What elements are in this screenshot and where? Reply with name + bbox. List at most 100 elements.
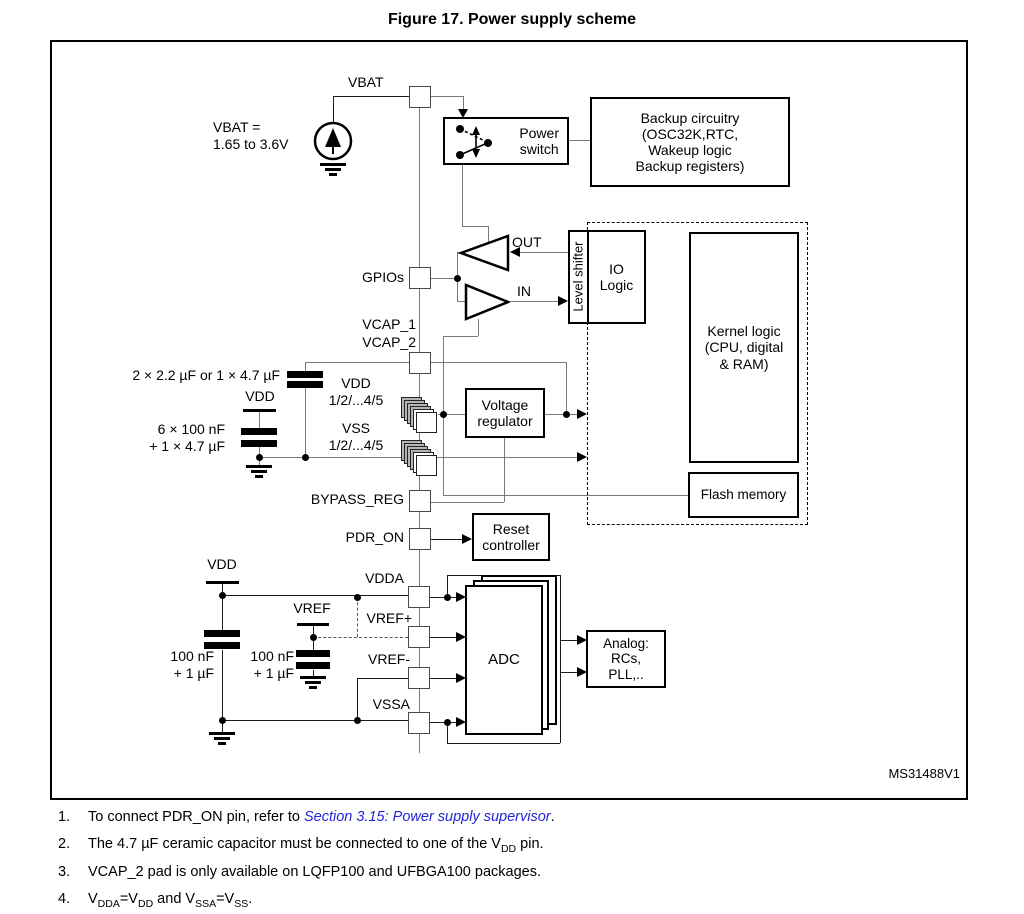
wire bbox=[488, 226, 489, 242]
wire bbox=[430, 722, 457, 723]
ground-icon bbox=[300, 676, 326, 691]
wire bbox=[305, 362, 409, 363]
signal-label-in: IN bbox=[517, 283, 531, 299]
pin-gpios bbox=[409, 267, 431, 289]
subscript-text: DDA bbox=[97, 897, 120, 910]
subscript-text: SSA bbox=[195, 897, 217, 910]
pin-vref-plus bbox=[408, 626, 430, 648]
capacitor-icon bbox=[204, 630, 240, 637]
reset-controller-block: Reset controller bbox=[472, 513, 550, 561]
wire bbox=[462, 226, 489, 227]
wire bbox=[222, 584, 223, 630]
vss-pins-label: VSS 1/2/...4/5 bbox=[328, 420, 384, 453]
io-logic-label: IO Logic bbox=[599, 260, 634, 293]
figure-watermark: MS31488V1 bbox=[888, 766, 960, 781]
junction-dot bbox=[454, 275, 461, 282]
wire bbox=[561, 140, 590, 141]
io-logic-block: IO Logic bbox=[587, 230, 646, 324]
power-switch-label: Power switch bbox=[519, 124, 559, 157]
vdd-pins-label: VDD 1/2/...4/5 bbox=[328, 375, 384, 408]
arrowhead bbox=[456, 673, 466, 683]
pin-bypass-reg bbox=[409, 490, 431, 512]
wire bbox=[566, 362, 567, 414]
vdd-rail-bottom-label: VDD bbox=[207, 556, 237, 572]
junction-dot bbox=[256, 454, 263, 461]
wire bbox=[443, 336, 478, 337]
wire bbox=[430, 678, 457, 679]
pin-vbat bbox=[409, 86, 431, 108]
voltage-regulator-block: Voltage regulator bbox=[465, 388, 545, 438]
wire bbox=[443, 336, 444, 415]
note-item: 2. The 4.7 µF ceramic capacitor must be c… bbox=[50, 835, 980, 855]
input-buffer-icon bbox=[464, 283, 510, 321]
junction-dot bbox=[354, 594, 361, 601]
arrowhead bbox=[510, 247, 520, 257]
section-link[interactable]: Section 3.15: Power supply supervisor bbox=[304, 809, 551, 825]
wire bbox=[462, 163, 463, 226]
ground-icon bbox=[246, 465, 272, 480]
arrowhead bbox=[577, 667, 587, 677]
subscript-text: DD bbox=[137, 897, 154, 910]
note-segment: . bbox=[550, 809, 555, 825]
wire bbox=[438, 414, 465, 415]
pin-label-gpios: GPIOs bbox=[361, 269, 404, 285]
vdd-caps-label: 6 × 100 nF + 1 × 4.7 µF bbox=[149, 421, 225, 454]
wire bbox=[443, 495, 688, 496]
wire bbox=[222, 595, 408, 596]
note-text: VCAP_2 pad is only available on LQFP100 … bbox=[88, 863, 541, 882]
wire bbox=[431, 539, 463, 540]
junction-dot bbox=[440, 411, 447, 418]
signal-label-out: OUT bbox=[512, 234, 542, 250]
pin-vdda bbox=[408, 586, 430, 608]
wire bbox=[447, 575, 448, 597]
arrowhead bbox=[456, 592, 466, 602]
wire-dashed bbox=[357, 597, 358, 637]
kernel-logic-label: Kernel logic (CPU, digital & RAM) bbox=[704, 323, 784, 372]
arrowhead bbox=[577, 452, 587, 462]
switch-icon bbox=[456, 125, 492, 159]
output-buffer-icon bbox=[458, 234, 510, 272]
wire bbox=[333, 96, 334, 122]
note-text: The 4.7 µF ceramic capacitor must be con… bbox=[88, 835, 544, 855]
cap-100nf-right-label: 100 nF + 1 µF bbox=[250, 648, 294, 681]
pin-vcap bbox=[409, 352, 431, 374]
note-segment: pin. bbox=[516, 836, 544, 852]
note-segment: and V bbox=[153, 891, 196, 907]
pin-label-vcap1: VCAP_1 bbox=[362, 316, 416, 332]
note-number: 3. bbox=[58, 864, 71, 880]
note-number: 4. bbox=[58, 891, 71, 907]
current-source-icon bbox=[313, 121, 353, 161]
junction-dot bbox=[219, 717, 226, 724]
pin-label-vdda: VDDA bbox=[365, 570, 404, 586]
note-item: 3. VCAP_2 pad is only available on LQFP10… bbox=[50, 863, 980, 882]
capacitor-icon bbox=[241, 440, 277, 447]
capacitor-icon bbox=[287, 381, 323, 388]
pin-pdr-on bbox=[409, 528, 431, 550]
wire bbox=[431, 278, 457, 279]
note-number: 1. bbox=[58, 809, 71, 825]
arrowhead bbox=[456, 632, 466, 642]
wire bbox=[431, 502, 504, 503]
wire bbox=[357, 678, 408, 679]
backup-circuitry-block: Backup circuitry (OSC32K,RTC, Wakeup log… bbox=[590, 97, 790, 187]
supply-rail-icon bbox=[297, 623, 329, 626]
wire bbox=[430, 637, 457, 638]
wire bbox=[305, 362, 306, 371]
supply-rail-icon bbox=[243, 409, 276, 412]
flash-memory-block: Flash memory bbox=[688, 472, 799, 518]
note-segment: The 4.7 µF ceramic capacitor must be con… bbox=[88, 836, 501, 852]
junction-dot bbox=[444, 719, 451, 726]
arrowhead bbox=[577, 409, 587, 419]
adc-block: ADC bbox=[465, 585, 543, 735]
note-number: 2. bbox=[58, 836, 71, 852]
wire bbox=[543, 414, 578, 415]
wire bbox=[222, 650, 223, 732]
arrowhead bbox=[458, 109, 468, 118]
note-segment: =V bbox=[119, 891, 138, 907]
pin-label-vref-minus: VREF- bbox=[368, 651, 410, 667]
note-text: VDDA=VDD and VSSA=VSS. bbox=[88, 890, 252, 910]
pin-vref-minus bbox=[408, 667, 430, 689]
wire-dashed bbox=[313, 637, 408, 638]
power-switch-block: Power switch bbox=[443, 117, 569, 165]
arrowhead bbox=[577, 635, 587, 645]
